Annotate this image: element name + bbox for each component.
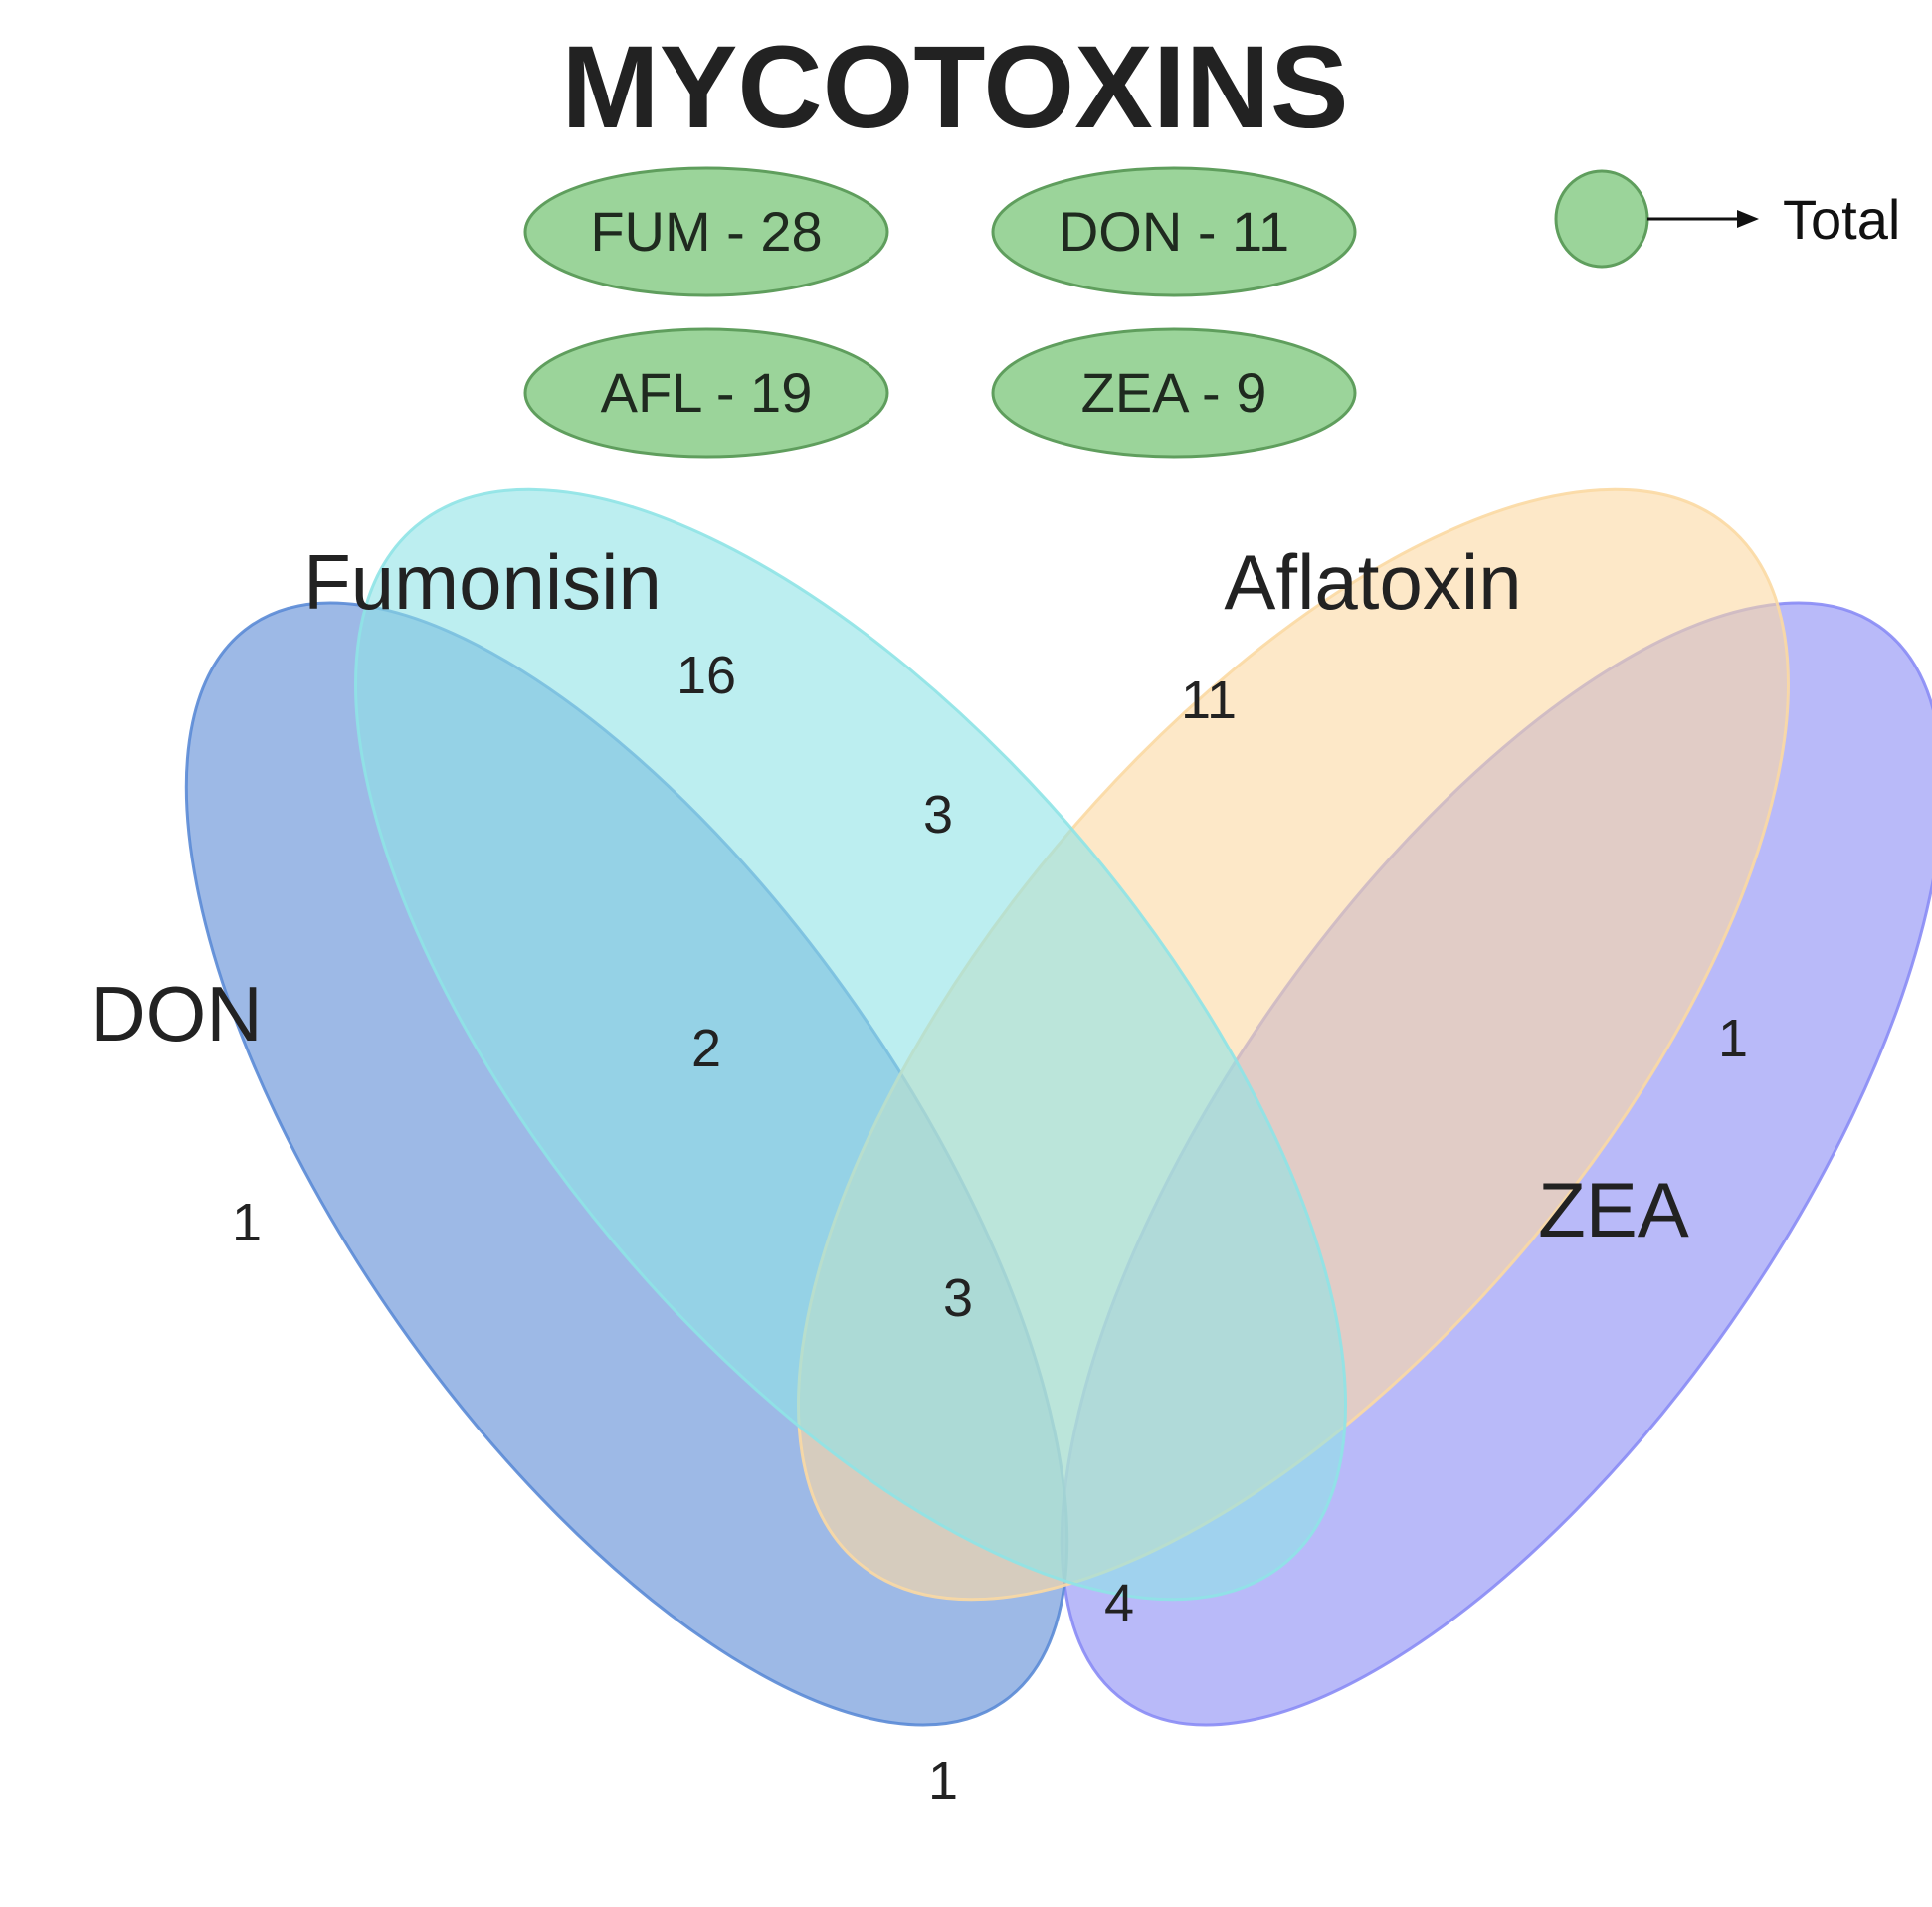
region-fumonisin-aflatoxin: 3 <box>923 785 953 845</box>
legend-total-label: Total <box>1783 188 1900 251</box>
total-label-don: DON - 11 <box>1059 200 1289 263</box>
region-don-only: 1 <box>232 1193 262 1252</box>
totals-group: FUM - 28 DON - 11 AFL - 19 ZEA - 9 <box>523 166 1357 459</box>
region-all-four: 3 <box>943 1268 973 1328</box>
total-label-afl: AFL - 19 <box>601 361 813 424</box>
set-label-aflatoxin: Aflatoxin <box>1224 538 1521 626</box>
set-fumonisin-ellipse <box>354 487 1347 1602</box>
region-fumonisin-aflatoxin-zea: 4 <box>1104 1574 1134 1633</box>
legend: Total <box>1554 169 1900 269</box>
venn-sets <box>184 487 1932 1727</box>
total-pill-fum <box>523 166 889 297</box>
region-don-fumonisin-aflatoxin: 2 <box>691 1019 721 1078</box>
total-pill-afl <box>523 327 889 459</box>
legend-total-swatch <box>1554 169 1649 269</box>
diagram-title: MYCOTOXINS <box>561 22 1348 153</box>
set-label-zea: ZEA <box>1538 1166 1689 1253</box>
legend-arrow-head-icon <box>1737 210 1759 228</box>
region-zea-only: 1 <box>1718 1009 1748 1068</box>
set-label-fumonisin: Fumonisin <box>303 538 662 626</box>
total-pill-don <box>991 166 1357 297</box>
region-fumonisin-only: 16 <box>676 646 736 705</box>
total-pill-zea <box>991 327 1357 459</box>
total-label-zea: ZEA - 9 <box>1081 361 1267 424</box>
set-label-don: DON <box>90 970 262 1057</box>
region-aflatoxin-only: 11 <box>1181 670 1237 730</box>
total-label-fum: FUM - 28 <box>590 200 822 263</box>
region-don-zea: 1 <box>928 1751 958 1811</box>
